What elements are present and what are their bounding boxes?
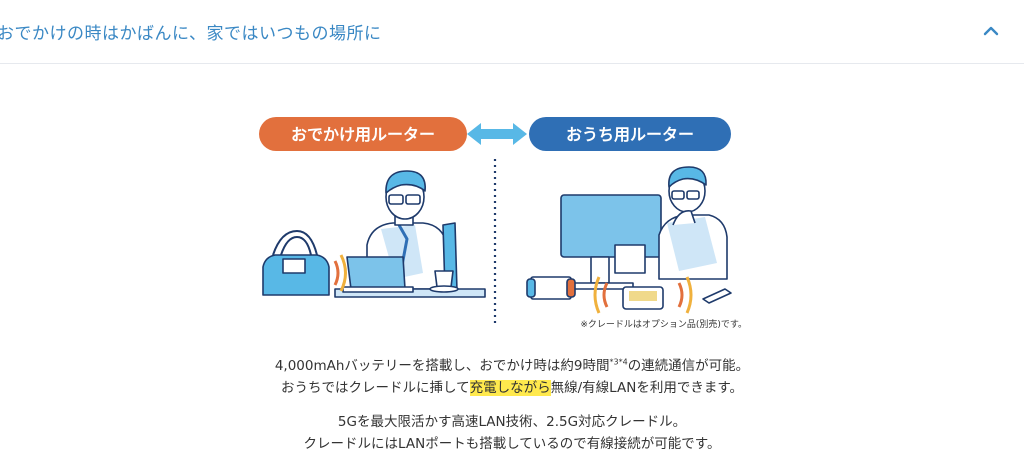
lan-port-text: クレードルにはLANポートも搭載しているので有線接続が可能です。 — [303, 436, 721, 452]
outdoor-router-label: おでかけ用ルーター — [291, 125, 435, 144]
accordion-title[interactable]: おでかけの時はかばんに、家ではいつもの場所に — [0, 24, 382, 44]
accordion-header[interactable]: おでかけの時はかばんに、家ではいつもの場所に — [0, 0, 1024, 64]
cradle-text: おうちではクレードルに挿して — [281, 380, 470, 396]
lan-tech-text: 5Gを最大限活かす高速LAN技術、2.5G対応クレードル。 — [337, 414, 687, 430]
highlighted-text: 充電しながら — [469, 380, 551, 396]
description-paragraph-1: 4,000mAhバッテリーを搭載し、おでかけ時は約9時間*3*4の連続通信が可能… — [0, 355, 1024, 399]
description-line-1: 4,000mAhバッテリーを搭載し、おでかけ時は約9時間*3*4の連続通信が可能… — [0, 355, 1024, 377]
description-paragraph-2: 5Gを最大限活かす高速LAN技術、2.5G対応クレードル。 クレードルにはLAN… — [0, 411, 1024, 455]
battery-text-end: の連続通信が可能。 — [627, 358, 750, 374]
footnote-marker: *3*4 — [609, 357, 628, 367]
outdoor-scene — [262, 170, 486, 298]
cradle-text-end: 無線/有線LANを利用できます。 — [550, 380, 743, 396]
description-line-2: おうちではクレードルに挿して充電しながら無線/有線LANを利用できます。 — [0, 377, 1024, 399]
chevron-up-icon[interactable] — [982, 24, 1000, 36]
outdoor-router-badge: おでかけ用ルーター — [259, 117, 467, 151]
cradle-footnote: ※クレードルはオプション品(別売)です。 — [580, 318, 747, 330]
home-router-badge: おうち用ルーター — [529, 117, 731, 151]
battery-text: 4,000mAhバッテリーを搭載し、おでかけ時は約9時間 — [274, 358, 610, 374]
home-scene — [526, 166, 732, 314]
double-arrow-icon — [467, 123, 527, 145]
home-router-label: おうち用ルーター — [566, 125, 694, 144]
router-usage-illustration: おでかけ用ルーター おうち用ルーター — [259, 117, 747, 330]
